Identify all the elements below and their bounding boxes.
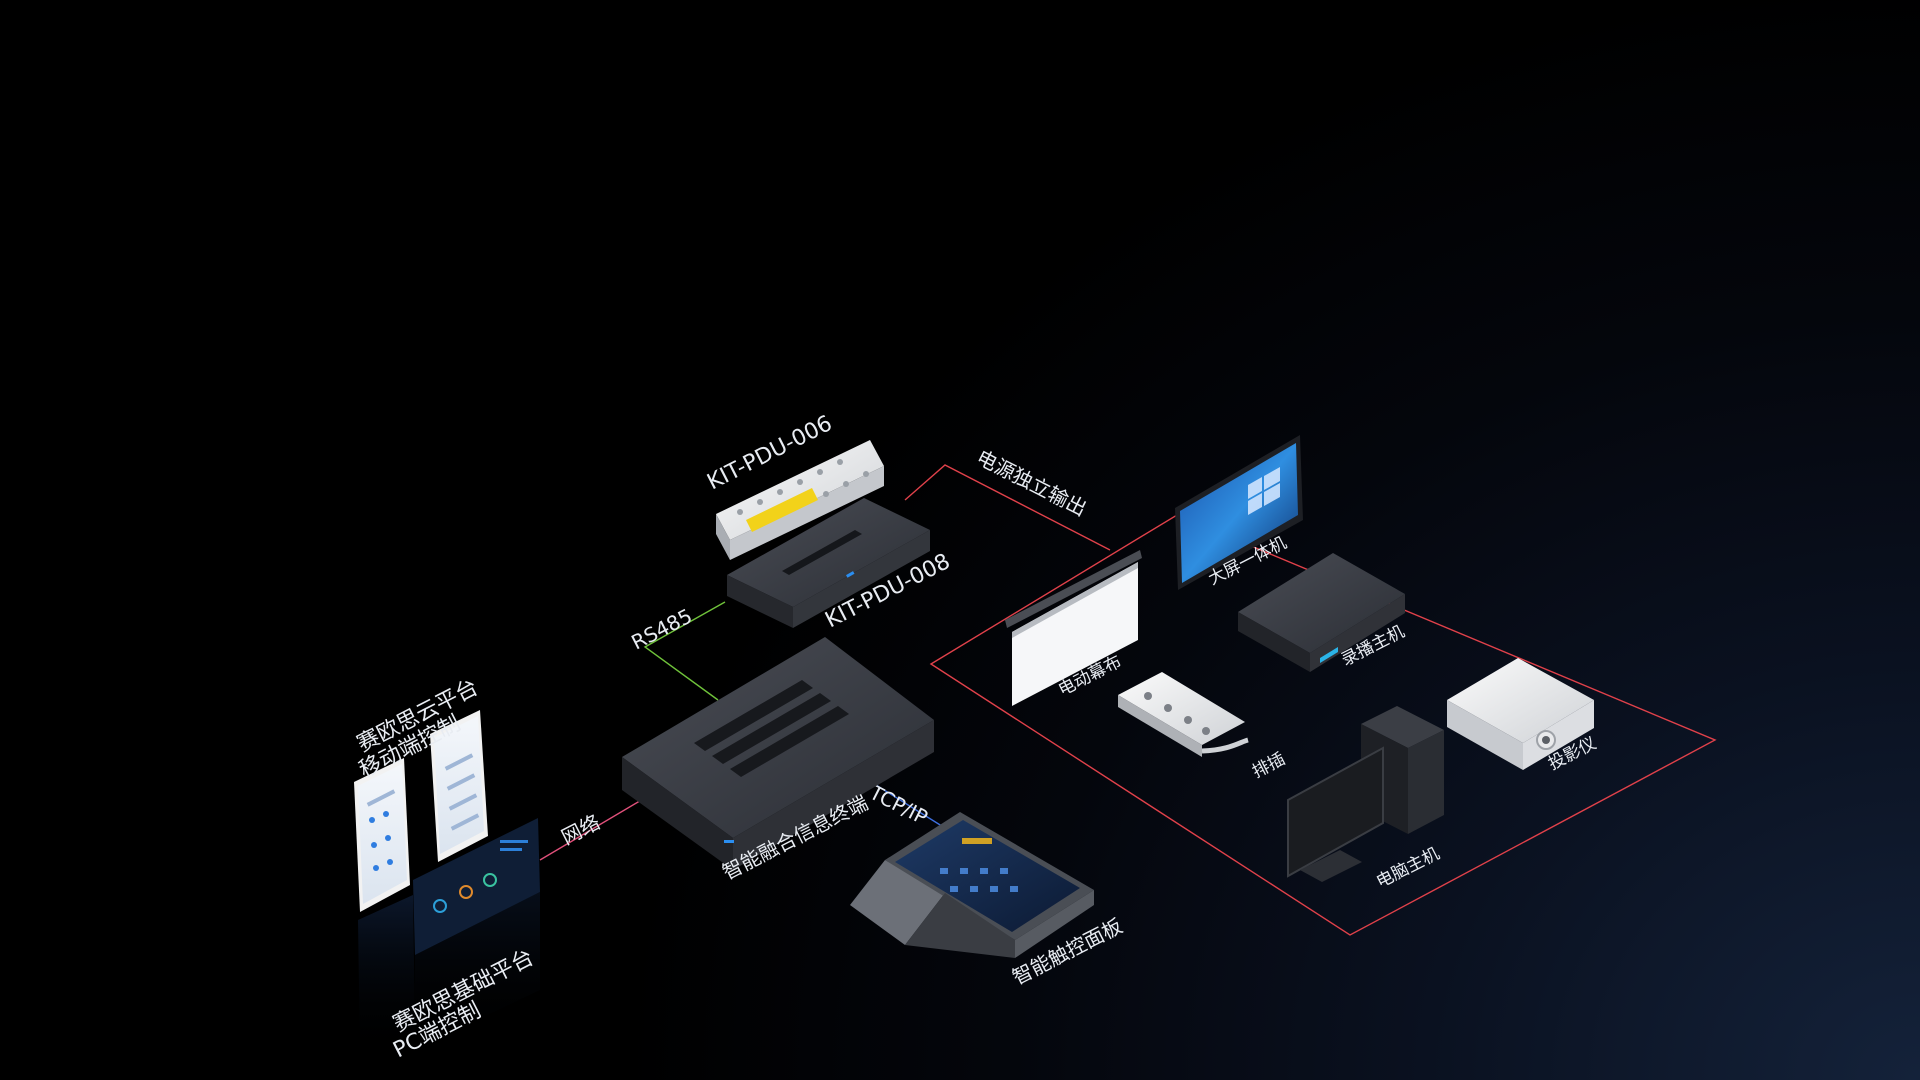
tcpip-label: TCP/IP [865, 780, 932, 830]
large-screen-device[interactable] [1175, 435, 1303, 590]
phone-right-icon[interactable] [430, 710, 488, 862]
network-line [539, 791, 656, 861]
recorder-device[interactable] [1238, 553, 1405, 672]
touch-panel-device[interactable] [850, 812, 1094, 958]
pdu-006-device[interactable] [716, 440, 884, 560]
terminal-device[interactable] [622, 637, 934, 870]
rs485-line [643, 601, 726, 701]
power-output-line [904, 464, 1717, 936]
pdu-008-device[interactable] [727, 498, 930, 628]
network-label: 网络 [557, 810, 604, 850]
pc-host-label: 电脑主机 [1373, 844, 1443, 893]
power-strip-icon[interactable] [1118, 672, 1249, 757]
pc-tower-icon[interactable] [1287, 706, 1444, 882]
dashboard-icon[interactable] [358, 818, 540, 1055]
projection-screen-device[interactable] [1005, 550, 1142, 706]
projector-device[interactable] [1447, 658, 1594, 770]
rs485-label: RS485 [627, 604, 696, 655]
power-strip-label: 排插 [1249, 749, 1288, 782]
phone-left-icon[interactable] [354, 758, 410, 912]
